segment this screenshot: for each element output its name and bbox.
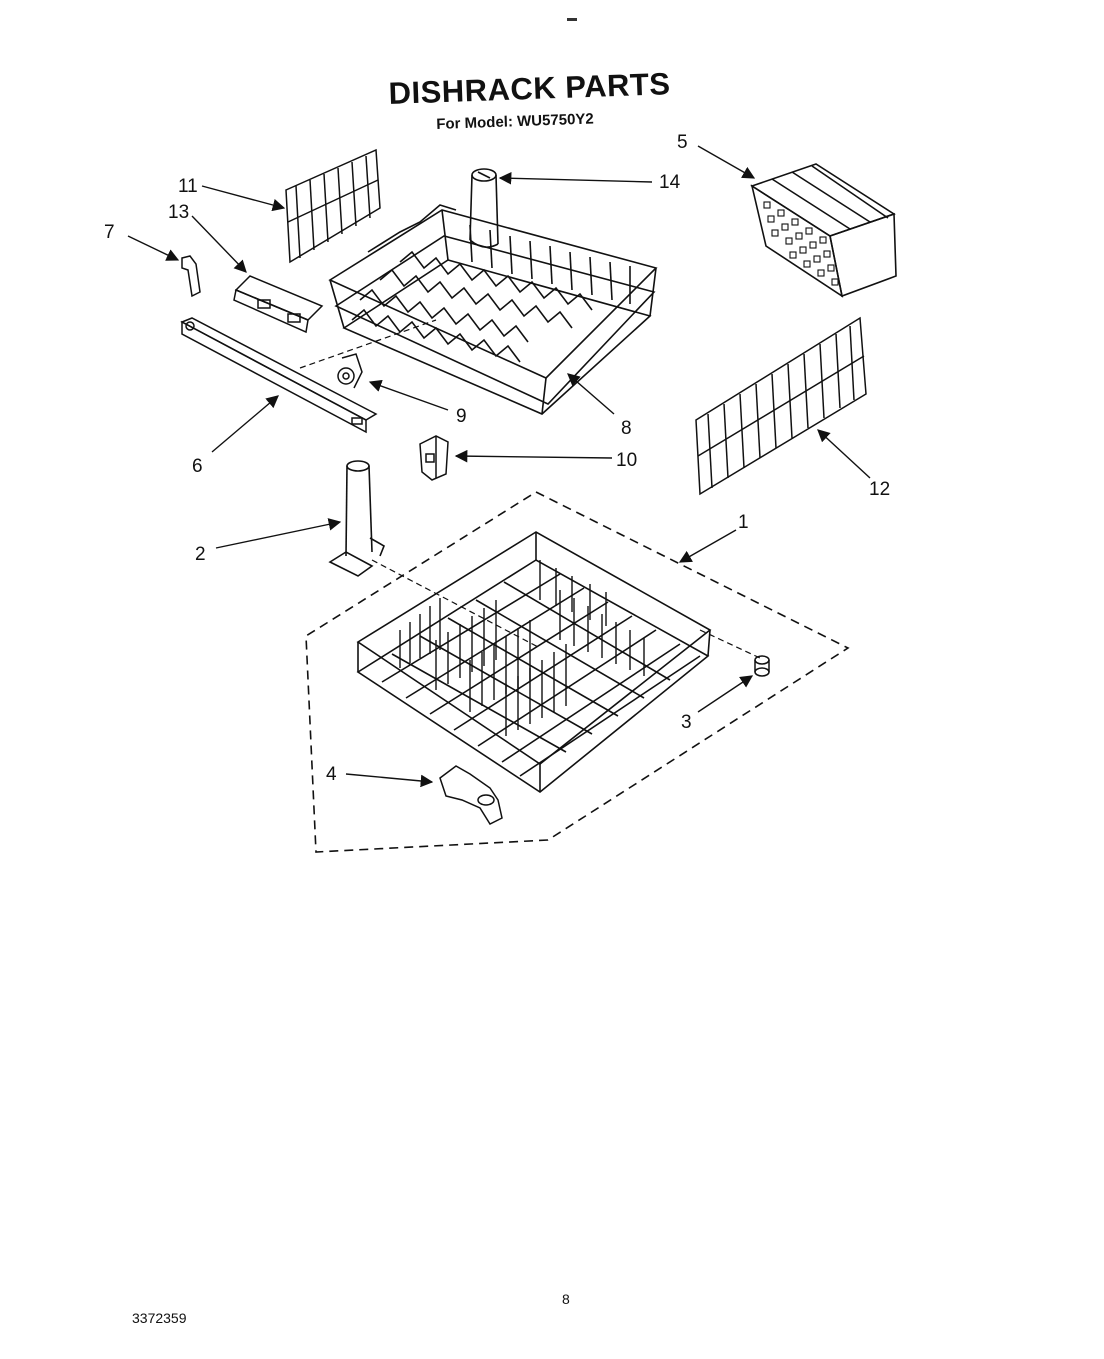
callout-4: 4 [326,764,337,785]
silverware-basket [750,163,897,298]
callout-3: 3 [681,712,692,733]
callout-7: 7 [104,222,115,243]
spray-tube [328,460,386,577]
page-number: 8 [562,1291,570,1307]
bumper [754,655,770,677]
callout-8: 8 [621,418,632,439]
track [180,317,378,434]
callout-13: 13 [168,202,189,223]
callout-12: 12 [869,479,890,500]
clip [233,275,324,334]
callout-1: 1 [738,512,749,533]
track-end-clip [419,435,449,481]
alignment-line [371,559,541,649]
assembly-boundary [305,491,850,853]
upper-dishrack [328,204,658,415]
callout-11: 11 [178,176,198,197]
callout-6: 6 [192,456,203,477]
alignment-line [299,319,437,369]
lower-dishrack [356,531,712,793]
callout-10: 10 [616,450,637,471]
upper-spray-tube [469,168,499,248]
scan-mark [567,18,577,21]
wheel-assembly [439,765,503,825]
document-number: 3372359 [132,1310,187,1326]
callout-9: 9 [456,406,467,427]
track-stop [181,255,201,298]
callout-leaders [127,145,871,788]
tine-row-right [695,316,867,496]
callout-14: 14 [659,172,681,193]
callout-5: 5 [677,132,688,153]
callout-2: 2 [195,544,206,565]
upper-rack-wheel [337,353,363,389]
tine-row-left [285,148,381,264]
